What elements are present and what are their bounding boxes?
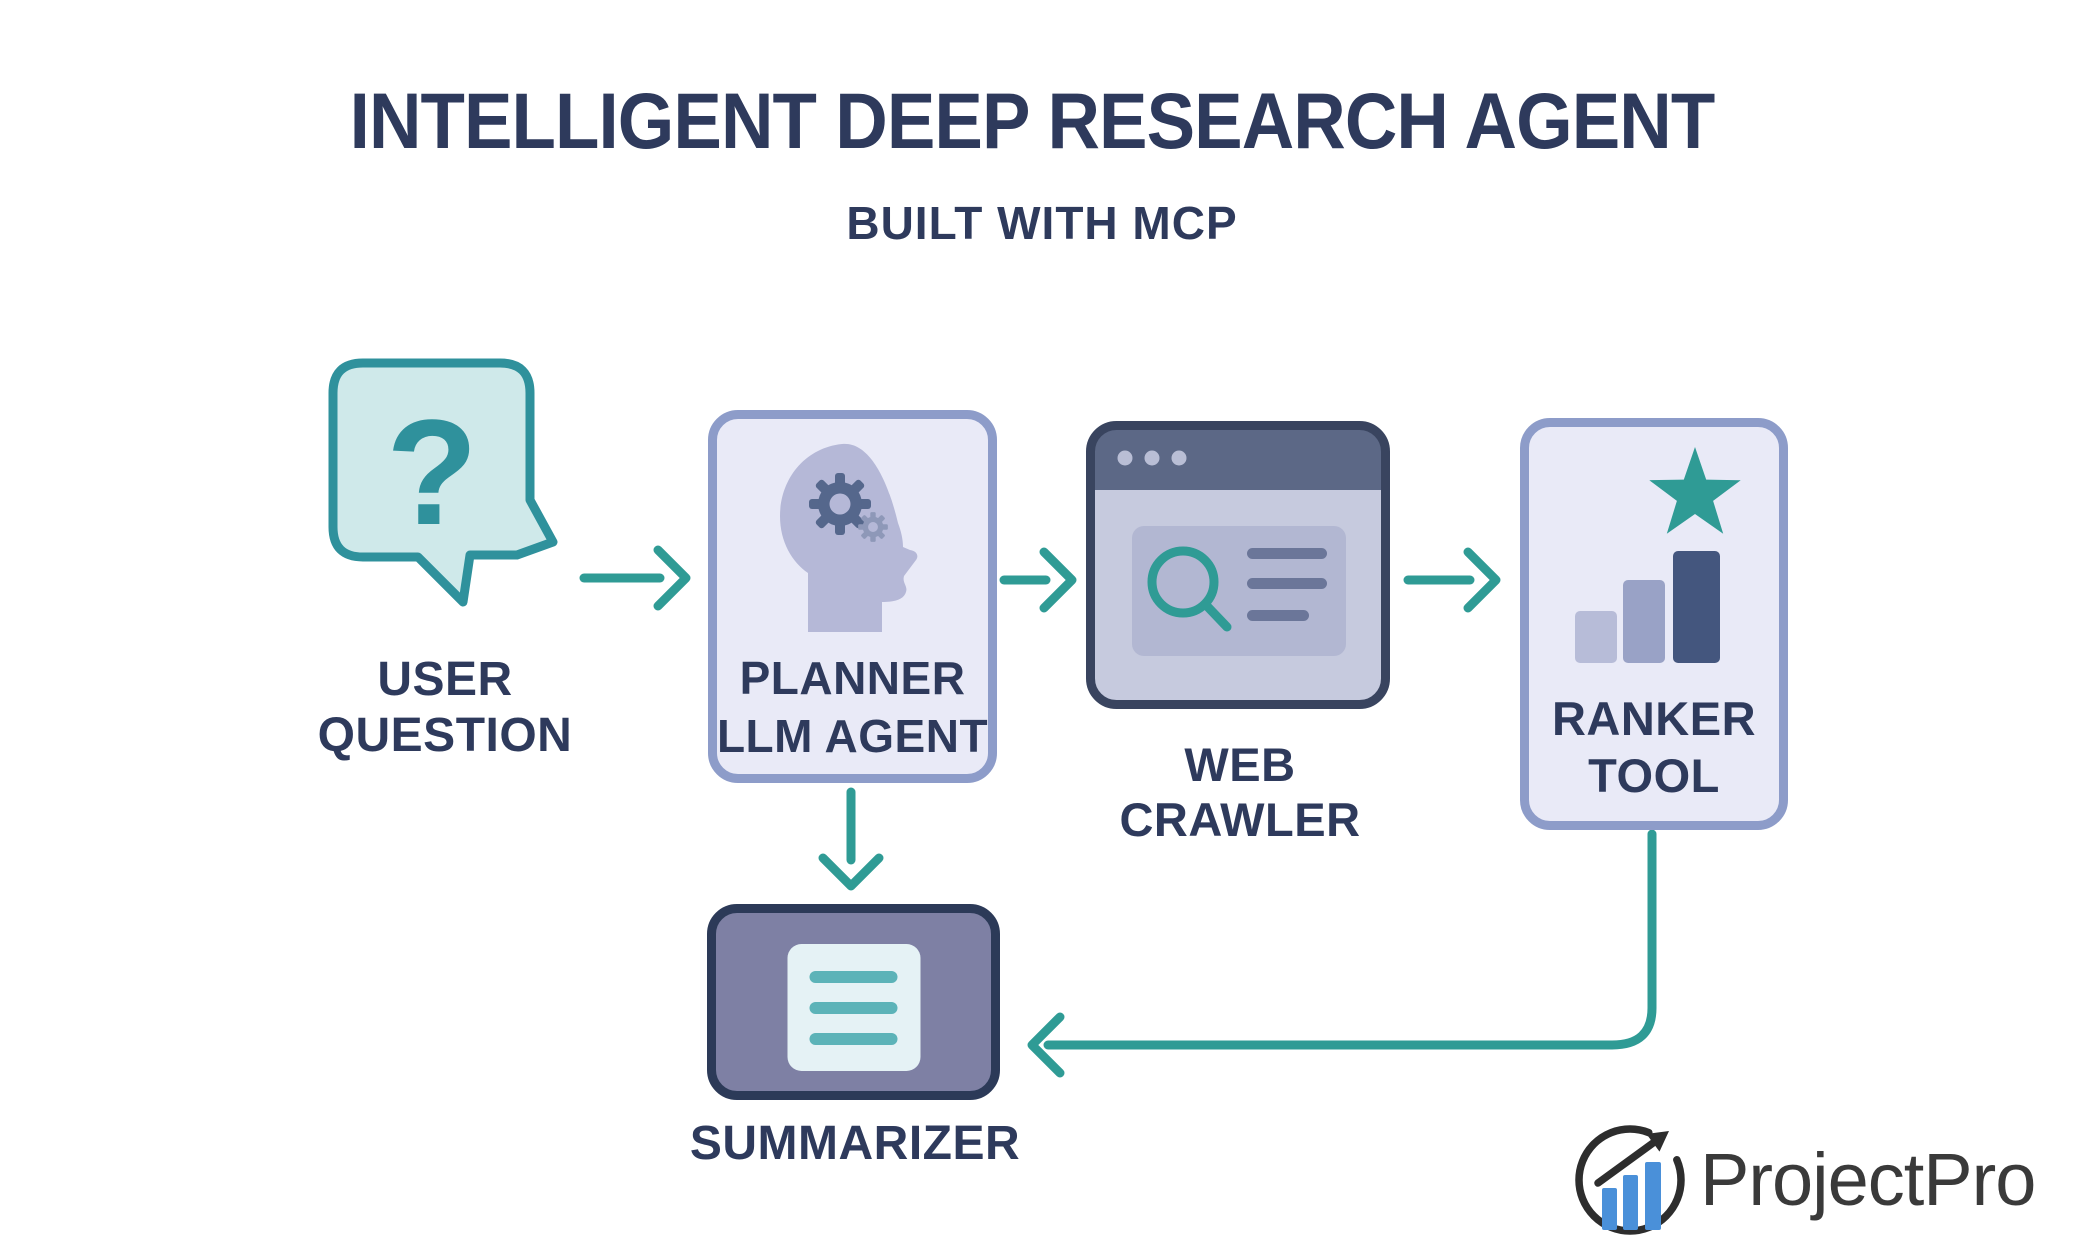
arrow-right-icon <box>999 547 1077 613</box>
bar-chart-icon <box>1575 551 1720 663</box>
arrow-down-icon <box>818 787 884 891</box>
page-title: INTELLIGENT DEEP RESEARCH AGENT <box>349 76 1716 165</box>
head-gears-icon <box>780 443 918 632</box>
gear-small-icon <box>858 512 888 542</box>
text-lines-icon <box>1247 548 1327 621</box>
arrow-right-icon <box>1403 547 1501 613</box>
document-lines-icon <box>787 944 920 1071</box>
page-subtitle: BUILT WITH MCP <box>846 197 1238 249</box>
gear-icon <box>809 473 871 535</box>
arrow-right-icon <box>579 545 691 611</box>
window-dots-icon <box>1117 450 1187 466</box>
logo-growth-icon <box>1575 1125 1685 1235</box>
planner-label: PLANNER LLM AGENT <box>716 652 989 762</box>
question-mark-glyph: ? <box>386 388 478 556</box>
arrow-elbow-left-icon <box>1027 829 1657 1078</box>
web-crawler-label: WEB CRAWLER <box>1119 738 1361 846</box>
logo-text: ProjectPro <box>1700 1138 2035 1221</box>
summarizer-label: SUMMARIZER <box>689 1117 1021 1170</box>
user-question-label: USER QUESTION <box>317 653 573 762</box>
question-bubble-icon: ? <box>328 358 558 607</box>
search-icon <box>1147 546 1232 632</box>
browser-search-icon <box>1086 421 1390 709</box>
summarizer-node <box>707 904 1000 1100</box>
star-icon <box>1649 447 1741 534</box>
projectpro-logo-icon: ProjectPro <box>1575 1125 2036 1235</box>
ranker-label: RANKER TOOL <box>1551 692 1757 803</box>
